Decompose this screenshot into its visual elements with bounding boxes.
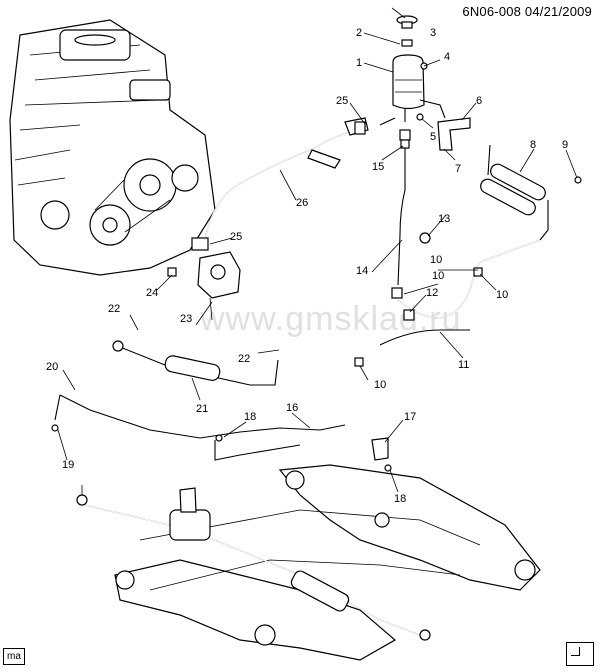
front-subframe (114, 464, 541, 661)
power-steering-pump (191, 237, 241, 321)
hose-21 (112, 340, 279, 386)
callout-10-b: 10 (430, 254, 442, 266)
engine-illustration (9, 19, 216, 276)
footer-tag: ma (3, 648, 25, 665)
leader-lines (57, 7, 578, 493)
callout-7: 7 (455, 163, 461, 175)
callout-16: 16 (286, 402, 298, 414)
return-pipe-16 (59, 394, 346, 439)
pump-reservoir (379, 15, 446, 141)
callout-18-a: 18 (244, 411, 256, 423)
diagram-date: 04/21/2009 (524, 4, 592, 19)
callout-13: 13 (438, 213, 450, 225)
callout-3: 3 (430, 27, 436, 39)
view-orientation-icon (566, 642, 594, 666)
callout-20: 20 (46, 361, 58, 373)
callout-10-a: 10 (432, 270, 444, 282)
callout-10-d: 10 (374, 379, 386, 391)
fluid-cooler (480, 144, 582, 241)
callout-5: 5 (430, 131, 436, 143)
bracket-17 (371, 437, 389, 461)
callout-labels: 1 2 3 4 5 6 7 8 9 10 10 10 10 11 12 13 1… (46, 27, 568, 505)
callout-12: 12 (426, 287, 438, 299)
callout-8: 8 (530, 139, 536, 151)
callout-6: 6 (476, 95, 482, 107)
callout-24: 24 (146, 287, 158, 299)
callout-25-b: 25 (336, 95, 348, 107)
callout-11: 11 (458, 359, 469, 371)
reservoir-bracket (437, 117, 471, 151)
callout-22-a: 22 (108, 303, 120, 315)
callout-9: 9 (562, 139, 568, 151)
callout-10-c: 10 (496, 289, 508, 301)
hose-26 (204, 129, 356, 241)
callout-21: 21 (196, 403, 208, 415)
callout-1: 1 (356, 57, 362, 69)
callout-23: 23 (180, 313, 192, 325)
callout-15: 15 (372, 161, 384, 173)
pipe-14 (397, 145, 406, 286)
callout-26: 26 (296, 197, 308, 209)
callout-22-b: 22 (238, 353, 250, 365)
callout-4: 4 (444, 51, 450, 63)
hose-11 (397, 239, 541, 319)
callout-14: 14 (356, 265, 368, 277)
callout-2: 2 (356, 27, 362, 39)
bolt-24 (167, 267, 177, 277)
callout-25-a: 25 (230, 231, 242, 243)
callout-19: 19 (62, 459, 74, 471)
callout-18-b: 18 (394, 493, 406, 505)
callout-17: 17 (404, 411, 416, 423)
diagram-header: 6N06-008 04/21/2009 (462, 4, 592, 19)
steering-gear (76, 485, 431, 641)
clamp-25-upper (354, 121, 366, 135)
diagram-code: 6N06-008 (462, 4, 522, 19)
